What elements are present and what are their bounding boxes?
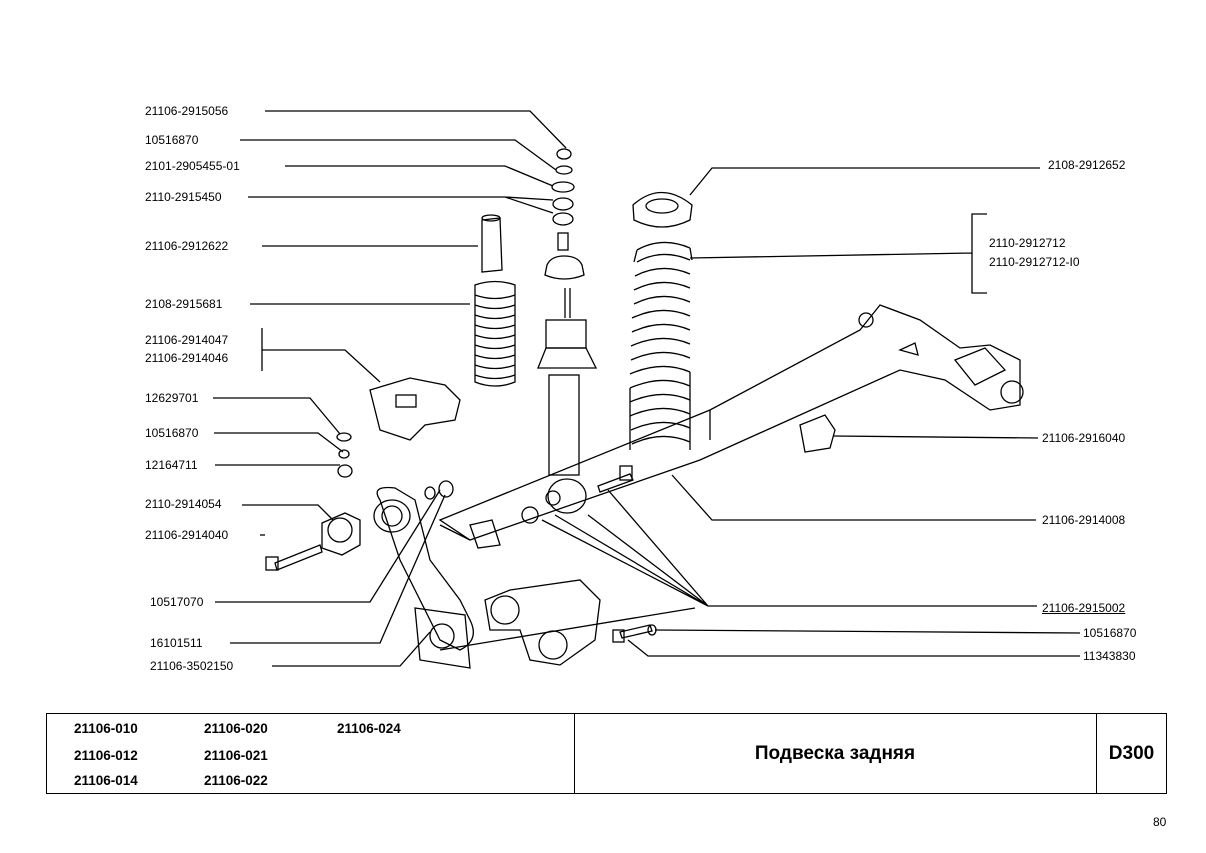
part-number-label: 21106-2916040 bbox=[1042, 431, 1126, 445]
part-number-label: 10517070 bbox=[150, 595, 204, 609]
coil-spring bbox=[629, 241, 693, 450]
part-number-label: 21106-2914008 bbox=[1042, 513, 1126, 527]
leader-line bbox=[832, 435, 1039, 439]
part-number-label: 2101-2905455-01 bbox=[145, 159, 240, 173]
leader-line bbox=[285, 165, 554, 187]
part-number-label: 2108-2915681 bbox=[145, 297, 223, 311]
part-number-label: 16101511 bbox=[150, 636, 203, 650]
part-number-label: 21106-2915056 bbox=[145, 104, 229, 118]
model-code: 21106-024 bbox=[337, 721, 401, 736]
leader-line bbox=[272, 631, 431, 667]
leader-line bbox=[627, 639, 1080, 657]
leader-line bbox=[248, 196, 554, 214]
part-number-label: 21106-2914040 bbox=[145, 528, 229, 542]
section-code: D300 bbox=[1108, 742, 1155, 764]
leader-line bbox=[261, 328, 381, 383]
part-number-label: 2110-2912712-I0 bbox=[989, 255, 1080, 269]
part-number-label: 10516870 bbox=[145, 133, 199, 147]
page-number: 80 bbox=[1153, 815, 1167, 829]
model-code: 21106-022 bbox=[204, 773, 268, 788]
leader-line bbox=[242, 504, 334, 521]
leader-line bbox=[265, 110, 567, 149]
part-number-label: 2108-2912652 bbox=[1048, 158, 1126, 172]
model-list: 21106-010 21106-020 21106-024 21106-012 … bbox=[47, 714, 575, 793]
part-number-label: 2110-2915450 bbox=[145, 190, 222, 204]
model-code: 21106-012 bbox=[74, 748, 138, 763]
part-number-label: 2110-2914054 bbox=[145, 497, 222, 511]
part-number-label: 12629701 bbox=[145, 391, 199, 405]
leader-line bbox=[214, 432, 344, 453]
part-number-label: 21106-2915002 bbox=[1042, 601, 1126, 615]
leader-line bbox=[689, 213, 987, 294]
title-cell: Подвеска задняя bbox=[574, 714, 1097, 793]
model-code: 21106-010 bbox=[74, 721, 138, 736]
bellows bbox=[474, 280, 516, 387]
leader-line bbox=[240, 139, 557, 171]
part-number-label: 10516870 bbox=[1083, 626, 1137, 640]
part-number-label: 21106-3502150 bbox=[150, 659, 234, 673]
leader-line bbox=[215, 489, 441, 603]
part-number-label: 21106-2912622 bbox=[145, 239, 229, 253]
model-code: 21106-021 bbox=[204, 748, 268, 763]
part-number-label: 2110-2912712 bbox=[989, 236, 1066, 250]
leader-line bbox=[671, 474, 1036, 521]
leader-line bbox=[689, 167, 1040, 196]
part-number-label: 11343830 bbox=[1083, 649, 1136, 663]
part-number-label: 21106-2914047 bbox=[145, 333, 229, 347]
page-title: Подвеска задняя bbox=[754, 742, 916, 764]
model-code: 21106-014 bbox=[74, 773, 138, 788]
leader-line bbox=[541, 489, 1037, 607]
leader-line bbox=[439, 607, 696, 651]
model-code: 21106-020 bbox=[204, 721, 268, 736]
part-number-label: 10516870 bbox=[145, 426, 199, 440]
part-number-label: 12164711 bbox=[145, 458, 198, 472]
part-number-label: 21106-2914046 bbox=[145, 351, 229, 365]
leader-line bbox=[230, 494, 446, 644]
leader-line bbox=[213, 397, 341, 435]
code-cell: D300 bbox=[1097, 714, 1166, 793]
suspension-exploded-diagram bbox=[213, 110, 1081, 669]
title-block: 21106-010 21106-020 21106-024 21106-012 … bbox=[46, 713, 1167, 794]
leader-line bbox=[654, 629, 1081, 634]
